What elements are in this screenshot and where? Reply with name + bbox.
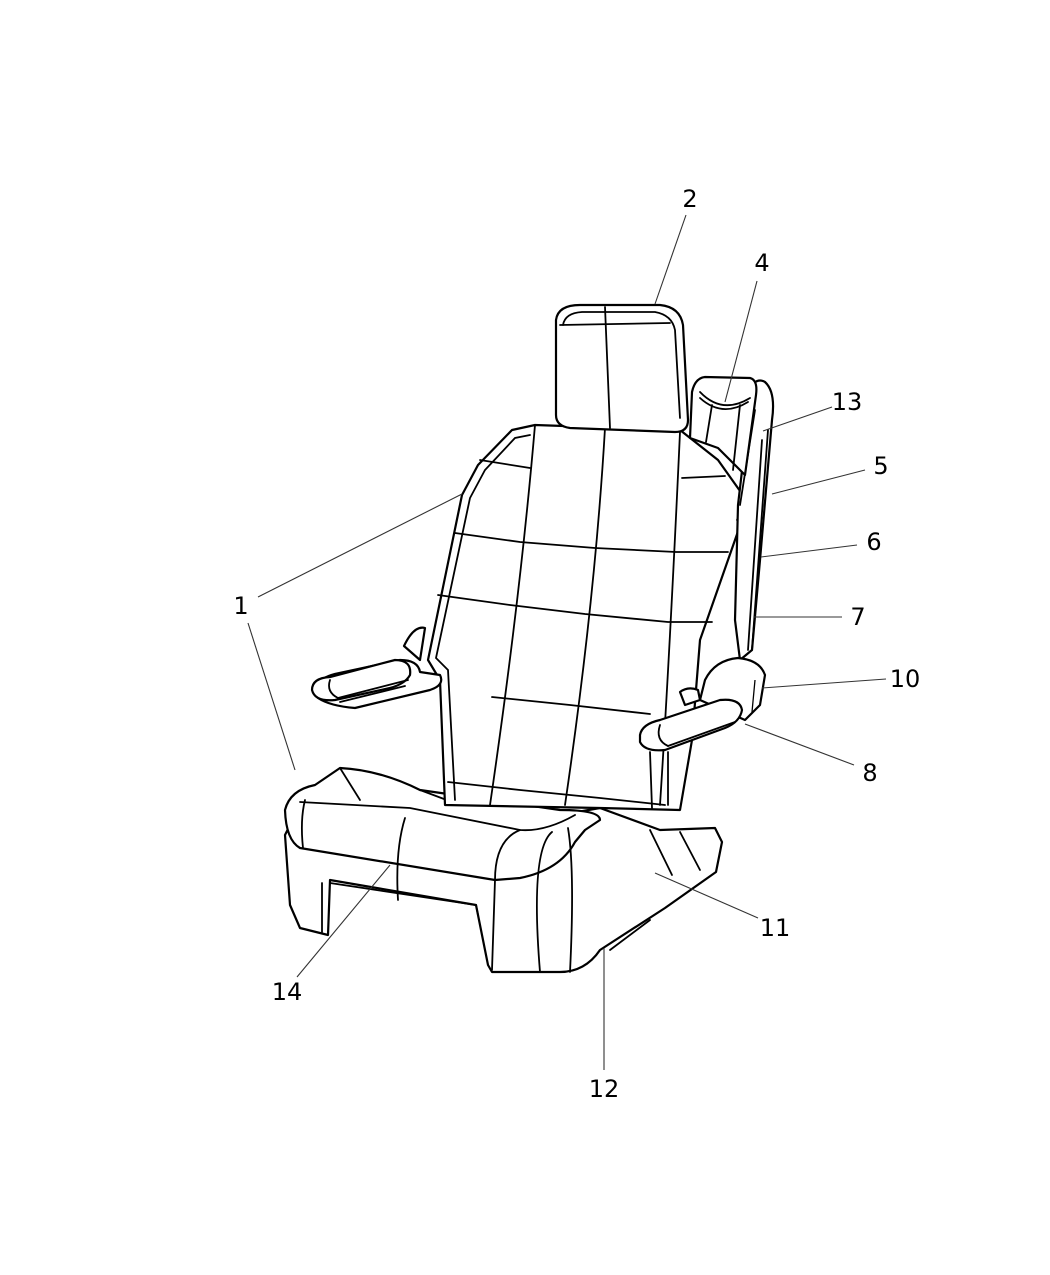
- callout-4: 4: [754, 249, 770, 277]
- leader-10: [761, 678, 887, 689]
- seat-back: [426, 423, 747, 812]
- leader-13: [762, 406, 833, 432]
- callout-14: 14: [271, 978, 303, 1006]
- callout-7: 7: [850, 603, 866, 631]
- callout-2: 2: [682, 185, 698, 213]
- leader-5: [771, 469, 866, 495]
- callout-10: 10: [889, 665, 921, 693]
- leader-14: [296, 864, 391, 978]
- seat-belt-guide: [688, 375, 758, 477]
- callout-1: 1: [233, 592, 249, 620]
- right-armrest: [638, 656, 767, 809]
- callout-5: 5: [873, 452, 889, 480]
- head-restraint: [554, 303, 690, 434]
- leader-lines: [247, 214, 887, 1070]
- leader-1-lower: [247, 622, 296, 771]
- callout-11: 11: [759, 914, 791, 942]
- leader-2: [654, 214, 687, 305]
- callout-12: 12: [588, 1075, 620, 1103]
- leader-4: [724, 280, 758, 403]
- callout-6: 6: [866, 528, 882, 556]
- leader-8: [744, 723, 855, 766]
- seat-cushion-trim: [283, 766, 602, 973]
- leader-1-upper: [257, 493, 463, 598]
- left-armrest: [310, 626, 443, 710]
- leader-11: [654, 872, 759, 919]
- leader-6: [760, 544, 858, 558]
- callout-8: 8: [862, 759, 878, 787]
- callout-13: 13: [831, 388, 863, 416]
